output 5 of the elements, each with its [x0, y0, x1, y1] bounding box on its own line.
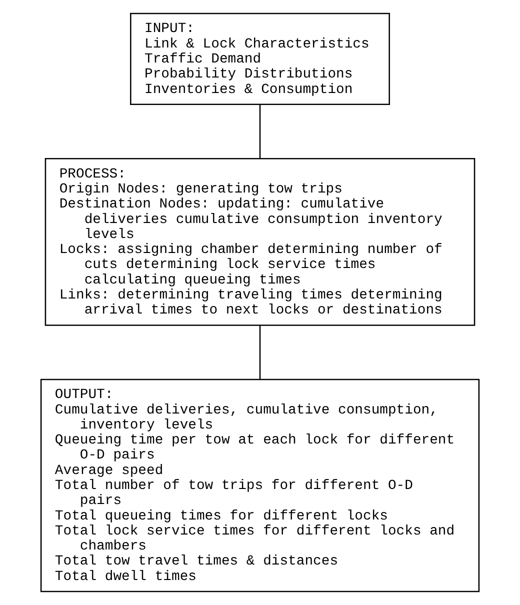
node-box: OUTPUT: Cumulative deliveries, cumulative consumption, inventory levels Queueing time per tow at each lock for different O-D pairs Average speed Total number of tow trips for different O-D pairs Total queueing times for different locks Total lock service times for different locks and chambers Total tow travel times & distances Total dwell times — [40, 378, 480, 592]
node-box: PROCESS: Origin Nodes: generating tow trips Destination Nodes: updating: cumulative deliveries cumulative consumption inventory levels Locks: assigning chamber determining number of cuts determining lock service times calculating queueing times Links: determining traveling times determining arrival times to next locks or destinations — [44, 158, 476, 326]
connector — [259, 104, 261, 159]
node-box: INPUT: Link & Lock Characteristics Traffic Demand Probability Distributions Inventories & Consumption — [130, 12, 390, 105]
connector — [259, 325, 261, 380]
